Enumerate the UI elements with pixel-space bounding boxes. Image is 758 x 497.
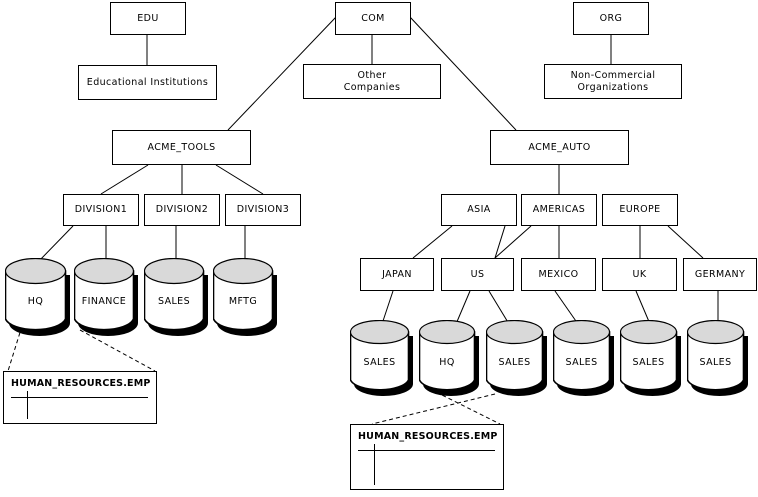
node-edu[interactable]: EDU bbox=[110, 2, 186, 35]
dashed-edge-db_finance-to-callout_left bbox=[79, 329, 156, 372]
node-label-edu_inst: Educational Institutions bbox=[86, 76, 209, 88]
database-db_mftg[interactable]: MFTG bbox=[213, 258, 277, 336]
table-grid-horizontal-line bbox=[358, 450, 495, 451]
node-us[interactable]: US bbox=[441, 258, 514, 291]
database-db_sales_mexico[interactable]: SALES bbox=[553, 320, 614, 396]
database-label-db_sales_us: SALES bbox=[498, 357, 531, 368]
node-label-division1: DIVISION1 bbox=[74, 204, 128, 216]
node-label-uk: UK bbox=[632, 268, 647, 280]
node-europe[interactable]: EUROPE bbox=[602, 194, 678, 226]
node-japan[interactable]: JAPAN bbox=[360, 258, 434, 291]
database-db_sales_germany[interactable]: SALES bbox=[687, 320, 748, 396]
table-callout-callout_left[interactable]: HUMAN_RESOURCES.EMP bbox=[3, 371, 157, 424]
node-label-asia: ASIA bbox=[467, 204, 491, 216]
database-label-db_finance: FINANCE bbox=[81, 296, 127, 307]
database-label-db_hq_us: HQ bbox=[439, 357, 455, 368]
node-com[interactable]: COM bbox=[335, 2, 411, 35]
node-division3[interactable]: DIVISION3 bbox=[225, 194, 301, 226]
node-other_co[interactable]: Other Companies bbox=[303, 64, 441, 99]
node-mexico[interactable]: MEXICO bbox=[521, 258, 596, 291]
node-division1[interactable]: DIVISION1 bbox=[63, 194, 139, 226]
edge-acme_tools-to-division1 bbox=[100, 164, 149, 195]
node-label-non_comm: Non-Commercial Organizations bbox=[570, 69, 656, 93]
edge-acme_tools-to-division3 bbox=[215, 164, 264, 195]
node-uk[interactable]: UK bbox=[602, 258, 677, 291]
cylinder-shape bbox=[486, 320, 547, 396]
dashed-edge-db_hq_us-to-callout_right bbox=[435, 391, 501, 425]
database-label-db_mftg: MFTG bbox=[228, 296, 258, 307]
table-callout-title: HUMAN_RESOURCES.EMP bbox=[358, 431, 498, 442]
database-label-db_sales_mexico: SALES bbox=[565, 357, 598, 368]
node-label-org: ORG bbox=[599, 12, 623, 24]
node-label-com: COM bbox=[361, 12, 385, 24]
node-acme_tools[interactable]: ACME_TOOLS bbox=[112, 130, 251, 165]
node-label-division2: DIVISION2 bbox=[155, 204, 209, 216]
table-grid-horizontal-line bbox=[11, 397, 148, 398]
node-label-europe: EUROPE bbox=[619, 204, 661, 216]
node-label-germany: GERMANY bbox=[694, 268, 746, 280]
database-db_sales_tools[interactable]: SALES bbox=[144, 258, 208, 336]
database-db_finance[interactable]: FINANCE bbox=[74, 258, 138, 336]
cylinder-shape bbox=[5, 258, 70, 336]
database-db_sales_us[interactable]: SALES bbox=[486, 320, 547, 396]
database-label-db_sales_germany: SALES bbox=[699, 357, 732, 368]
edge-asia-to-us bbox=[494, 225, 506, 259]
node-edu_inst[interactable]: Educational Institutions bbox=[78, 65, 217, 100]
cylinder-shape bbox=[687, 320, 748, 396]
dashed-edge-db_sales_us-to-callout_right bbox=[371, 393, 496, 425]
node-acme_auto[interactable]: ACME_AUTO bbox=[490, 130, 629, 165]
database-db_hq_us[interactable]: HQ bbox=[419, 320, 479, 396]
cylinder-shape bbox=[144, 258, 208, 336]
table-grid-vertical-line bbox=[27, 391, 28, 419]
node-non_comm[interactable]: Non-Commercial Organizations bbox=[544, 64, 682, 99]
cylinder-shape bbox=[350, 320, 413, 396]
node-americas[interactable]: AMERICAS bbox=[521, 194, 597, 226]
database-label-db_sales_tools: SALES bbox=[157, 296, 191, 307]
database-db_sales_japan[interactable]: SALES bbox=[350, 320, 413, 396]
node-label-japan: JAPAN bbox=[382, 268, 412, 280]
node-division2[interactable]: DIVISION2 bbox=[144, 194, 220, 226]
database-label-db_sales_uk: SALES bbox=[632, 357, 665, 368]
table-grid-vertical-line bbox=[374, 444, 375, 485]
database-db_sales_uk[interactable]: SALES bbox=[620, 320, 681, 396]
edge-division1-to-db_hq_tools bbox=[37, 225, 74, 263]
node-label-mexico: MEXICO bbox=[538, 268, 579, 280]
cylinder-shape bbox=[74, 258, 138, 336]
node-label-acme_tools: ACME_TOOLS bbox=[147, 141, 216, 153]
cylinder-shape bbox=[419, 320, 479, 396]
node-label-us: US bbox=[470, 268, 485, 280]
node-asia[interactable]: ASIA bbox=[441, 194, 517, 226]
table-callout-title: HUMAN_RESOURCES.EMP bbox=[11, 378, 151, 389]
table-callout-callout_right[interactable]: HUMAN_RESOURCES.EMP bbox=[350, 424, 504, 490]
node-germany[interactable]: GERMANY bbox=[683, 258, 757, 291]
node-label-division3: DIVISION3 bbox=[236, 204, 290, 216]
edge-europe-to-germany bbox=[667, 225, 704, 259]
node-label-americas: AMERICAS bbox=[532, 204, 586, 216]
database-db_hq_tools[interactable]: HQ bbox=[5, 258, 70, 336]
database-label-db_hq_tools: HQ bbox=[27, 296, 44, 307]
node-org[interactable]: ORG bbox=[573, 2, 649, 35]
edge-americas-to-us bbox=[494, 225, 532, 259]
edge-asia-to-japan bbox=[412, 225, 453, 259]
cylinder-shape bbox=[620, 320, 681, 396]
node-label-other_co: Other Companies bbox=[343, 69, 401, 93]
node-label-edu: EDU bbox=[137, 12, 159, 24]
node-label-acme_auto: ACME_AUTO bbox=[528, 141, 591, 153]
cylinder-shape bbox=[213, 258, 277, 336]
database-label-db_sales_japan: SALES bbox=[363, 357, 396, 368]
cylinder-shape bbox=[553, 320, 614, 396]
